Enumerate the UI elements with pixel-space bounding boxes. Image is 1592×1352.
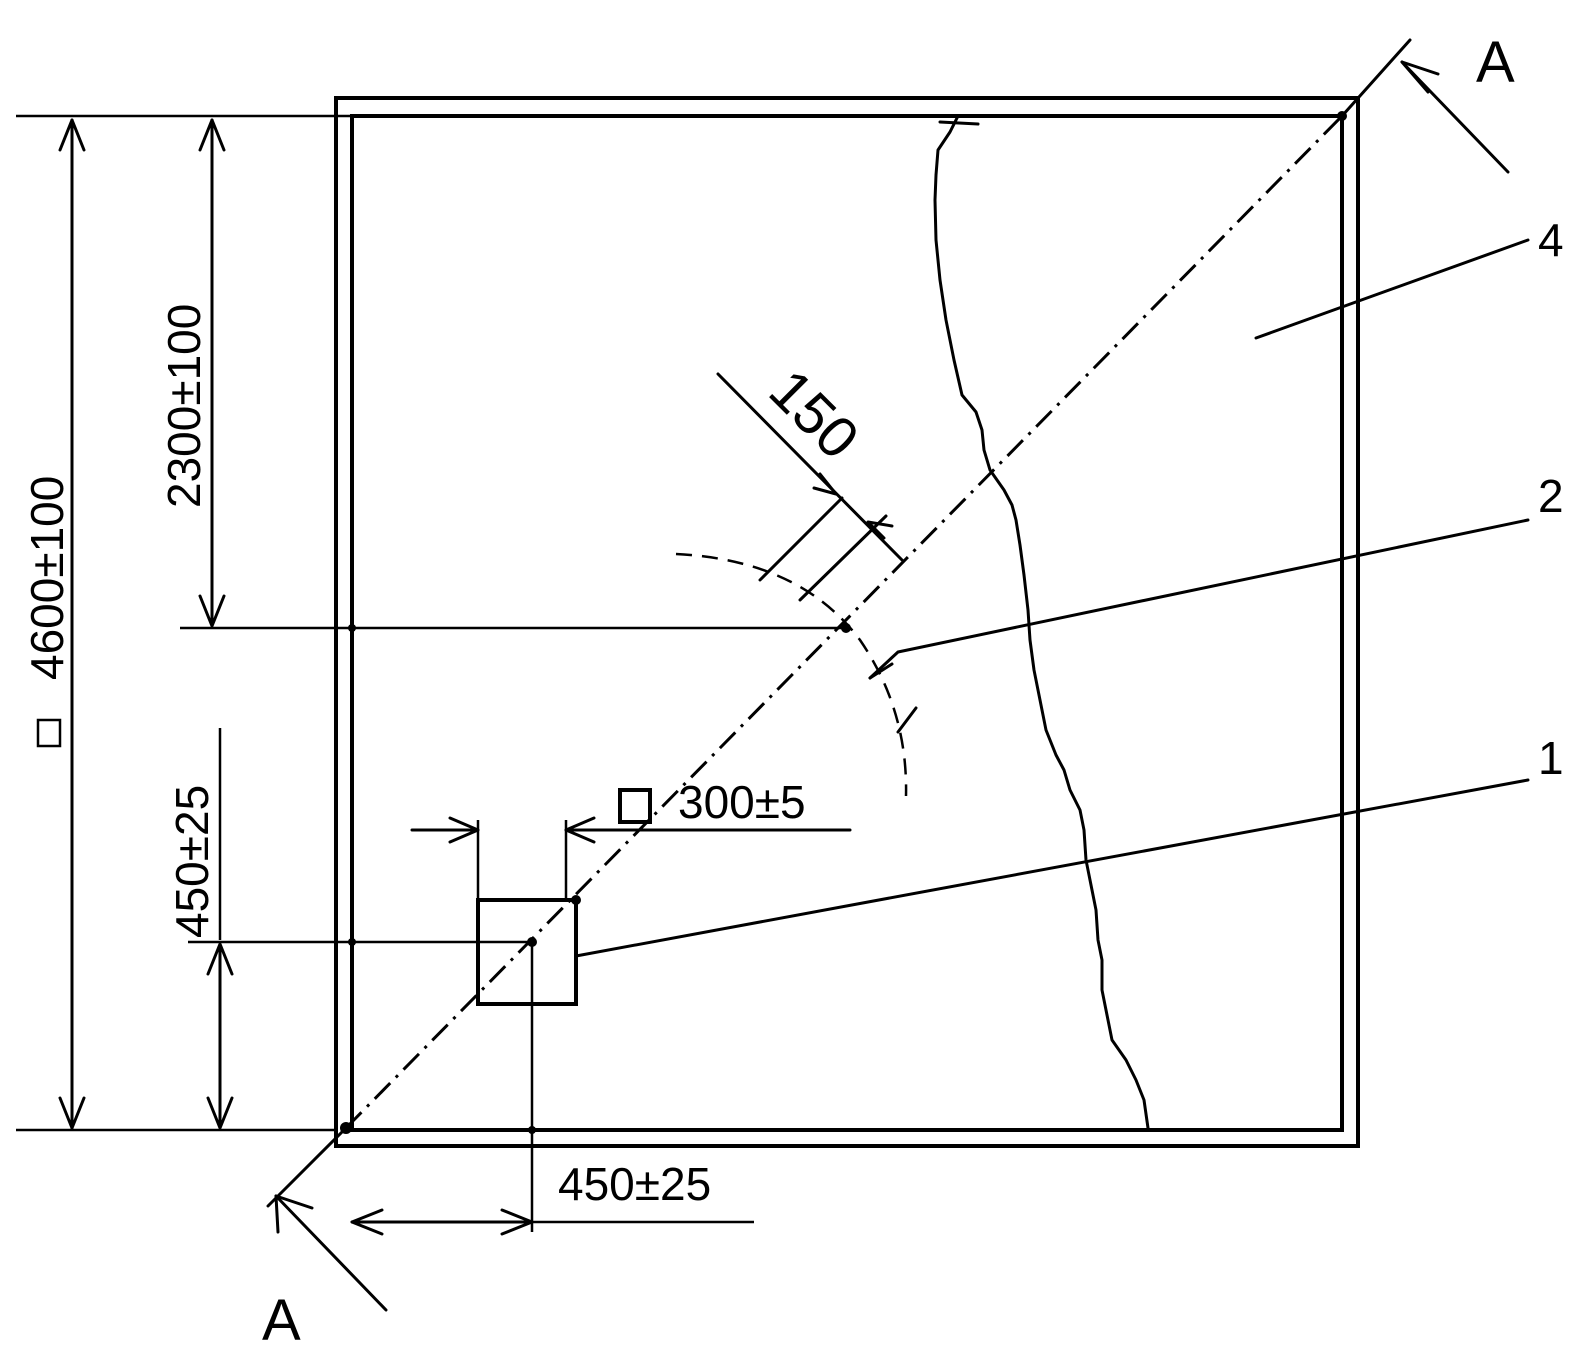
inner-frame-line bbox=[350, 114, 1344, 1132]
square-corner-dot bbox=[571, 895, 581, 905]
plate-frame bbox=[334, 96, 1360, 1148]
vertical-offset-label: 450±25 bbox=[166, 785, 218, 938]
callout-2: 2 bbox=[1538, 470, 1564, 522]
overall-dimension: 4600±100 bbox=[16, 114, 352, 1132]
square-symbol-300 bbox=[618, 788, 652, 824]
leader-4 bbox=[1254, 238, 1530, 340]
ring-ext-1 bbox=[758, 496, 844, 582]
horizontal-offset-dimension: 450±25 bbox=[350, 942, 754, 1236]
outer-frame-line bbox=[334, 96, 1360, 1148]
square-hole: 300±5 bbox=[410, 776, 852, 1006]
break-line-arrow bbox=[938, 120, 980, 126]
corner-dot-bottom bbox=[340, 1122, 352, 1134]
overall-size-label: 4600±100 bbox=[21, 476, 73, 680]
leader-1 bbox=[574, 778, 1530, 958]
leader-2 bbox=[868, 518, 1530, 680]
ring-arc bbox=[675, 552, 908, 797]
section-label-bottom: A bbox=[262, 1288, 301, 1352]
ring-offset-label: 150 bbox=[757, 357, 871, 471]
frame-offset-dot bbox=[348, 938, 356, 946]
corner-dot-top bbox=[1337, 111, 1347, 121]
ring-tick-2 bbox=[896, 706, 918, 734]
frame-mid-dot bbox=[348, 624, 356, 632]
section-marker-top: A bbox=[1340, 30, 1515, 174]
callouts: 4 2 1 bbox=[574, 214, 1564, 958]
callout-1: 1 bbox=[1538, 732, 1564, 784]
frame-bottom-dot bbox=[528, 1126, 536, 1134]
section-label-top: A bbox=[1476, 30, 1515, 95]
center-dot bbox=[841, 623, 851, 633]
horizontal-offset-label: 450±25 bbox=[558, 1158, 711, 1210]
vertical-offset-dimension: 450±25 bbox=[166, 728, 532, 1130]
half-dimension: 2300±100 bbox=[158, 118, 846, 630]
square-size-label: 300±5 bbox=[678, 776, 806, 828]
square-center-dot bbox=[527, 937, 537, 947]
section-marker-bottom: A bbox=[262, 1126, 388, 1352]
square-outline bbox=[476, 898, 578, 1006]
junction-dots bbox=[340, 111, 1347, 1134]
ring-dim-line bbox=[716, 372, 904, 562]
half-size-label: 2300±100 bbox=[158, 304, 210, 508]
square-symbol-overall bbox=[36, 718, 62, 748]
callout-4: 4 bbox=[1538, 214, 1564, 266]
ring-zone: 150 bbox=[675, 357, 918, 797]
break-line bbox=[933, 114, 1150, 1130]
